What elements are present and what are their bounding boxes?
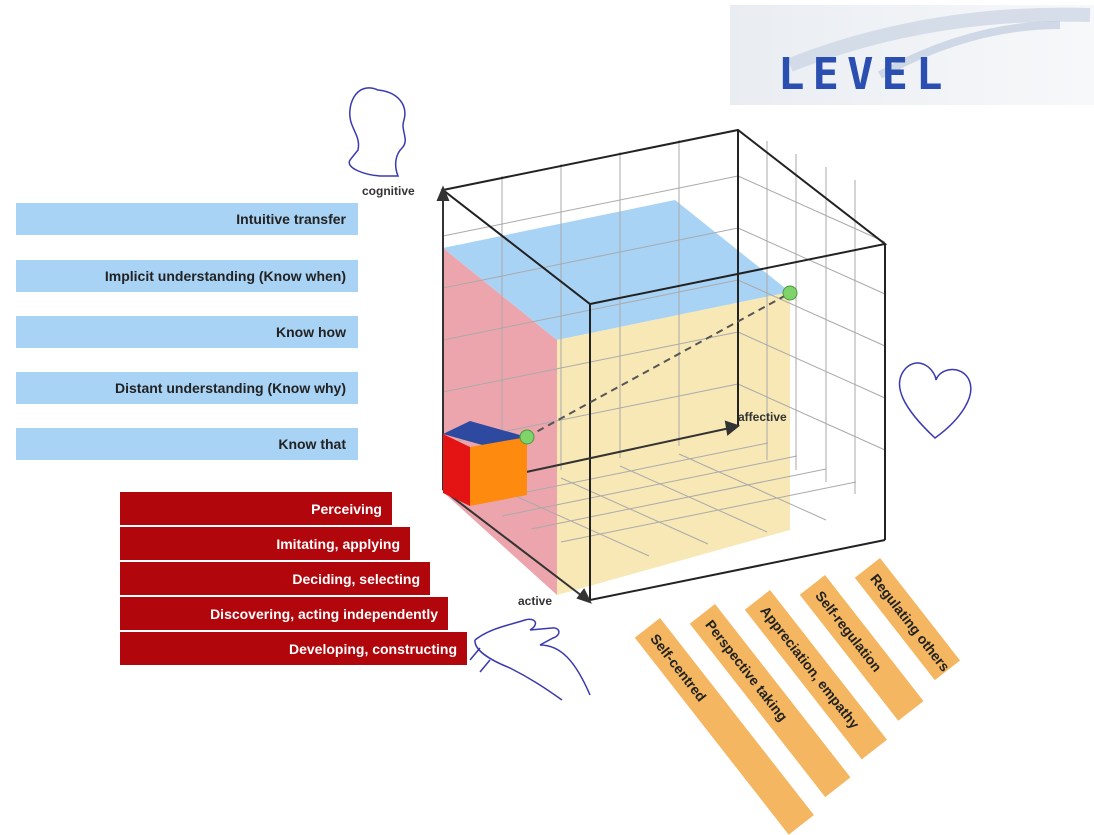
axis-label-affective: affective — [738, 410, 787, 424]
active-level-1: Perceiving — [120, 492, 392, 525]
unit-cube-right — [470, 437, 527, 506]
level-logo: LEVEL — [730, 5, 1094, 105]
unit-cube-left — [443, 434, 470, 506]
axis-label-active: active — [518, 594, 553, 608]
axis-label-cognitive: cognitive — [362, 184, 415, 198]
hand-icon — [469, 618, 591, 701]
active-level-4: Discovering, acting independently — [120, 597, 448, 630]
diagonal-line — [526, 292, 791, 438]
active-level-2: Imitating, applying — [120, 527, 410, 560]
active-level-3: Deciding, selecting — [120, 562, 430, 595]
cognitive-level-4: Distant understanding (Know why) — [16, 372, 358, 404]
cube-grid — [442, 140, 886, 557]
heart-icon — [898, 362, 972, 439]
logo-swoosh — [787, 7, 1091, 79]
head-icon — [348, 87, 406, 177]
active-face — [443, 248, 557, 595]
affective-face — [557, 292, 790, 595]
cognitive-level-2: Implicit understanding (Know when) — [16, 260, 358, 292]
end-point — [782, 285, 798, 301]
cognitive-level-1: Intuitive transfer — [16, 203, 358, 235]
start-point — [519, 429, 535, 445]
active-level-5: Developing, constructing — [120, 632, 467, 665]
cognitive-level-5: Know that — [16, 428, 358, 460]
logo-text: LEVEL — [778, 49, 951, 100]
cognitive-level-3: Know how — [16, 316, 358, 348]
